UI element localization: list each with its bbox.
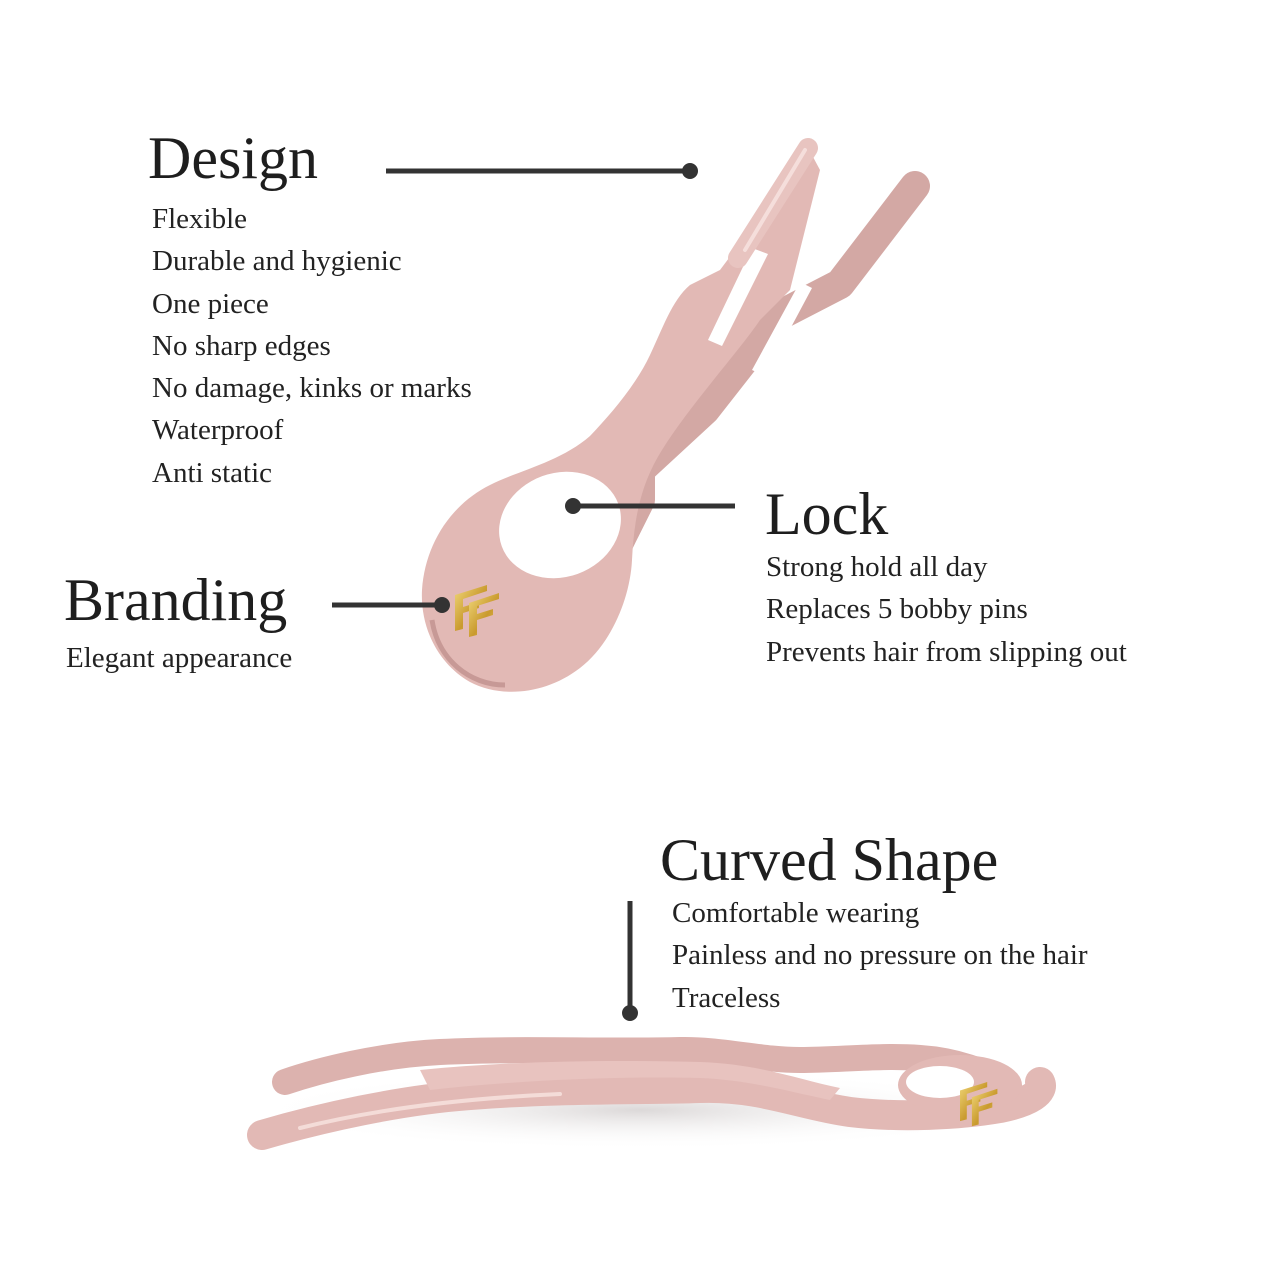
pin-side-loop-hole [906, 1066, 974, 1098]
pin-slot-back [752, 282, 812, 376]
curved-shape-feature: Painless and no pressure on the hair [672, 939, 1088, 972]
curved-shape-heading: Curved Shape [660, 827, 999, 893]
design-feature: Durable and hygienic [152, 245, 402, 278]
pin-slot-front [708, 248, 768, 346]
callout-lock [565, 498, 735, 514]
callout-branding [332, 597, 450, 613]
design-feature: Flexible [152, 203, 248, 235]
brand-logo-side [960, 1082, 998, 1127]
design-feature: One piece [152, 287, 269, 320]
design-feature: Anti static [152, 456, 273, 489]
pin-edge-shadow [429, 619, 506, 688]
hair-pin-top-view [421, 138, 930, 692]
pin-side-body [420, 1060, 840, 1100]
lock-features: Strong hold all day Replaces 5 bobby pin… [766, 546, 1127, 673]
curved-shape-feature: Comfortable wearing [672, 897, 920, 929]
design-feature: No sharp edges [152, 329, 331, 362]
hair-pin-side-view [247, 1036, 1056, 1150]
callout-design [386, 163, 698, 179]
pin-highlight [743, 148, 807, 252]
design-feature: No damage, kinks or marks [152, 372, 472, 405]
pin-side-upper-prong [272, 1036, 1023, 1103]
design-heading: Design [148, 125, 318, 191]
brand-logo-top [455, 585, 499, 637]
pin-loop-hole [499, 471, 621, 579]
lock-feature: Strong hold all day [766, 551, 988, 583]
pin-side-highlight [298, 1092, 562, 1130]
design-feature: Waterproof [152, 414, 284, 447]
branding-heading: Branding [64, 567, 288, 633]
curved-shape-feature: Traceless [672, 981, 781, 1014]
curved-shape-features: Comfortable wearing Painless and no pres… [672, 892, 1088, 1019]
branding-features: Elegant appearance [66, 637, 292, 679]
branding-feature: Elegant appearance [66, 642, 293, 674]
callout-curved [622, 901, 638, 1021]
lock-heading: Lock [765, 481, 889, 547]
lock-feature: Prevents hair from slipping out [766, 635, 1127, 668]
lock-feature: Replaces 5 bobby pins [766, 593, 1028, 626]
design-features: Flexible Durable and hygienic One piece … [152, 198, 472, 494]
